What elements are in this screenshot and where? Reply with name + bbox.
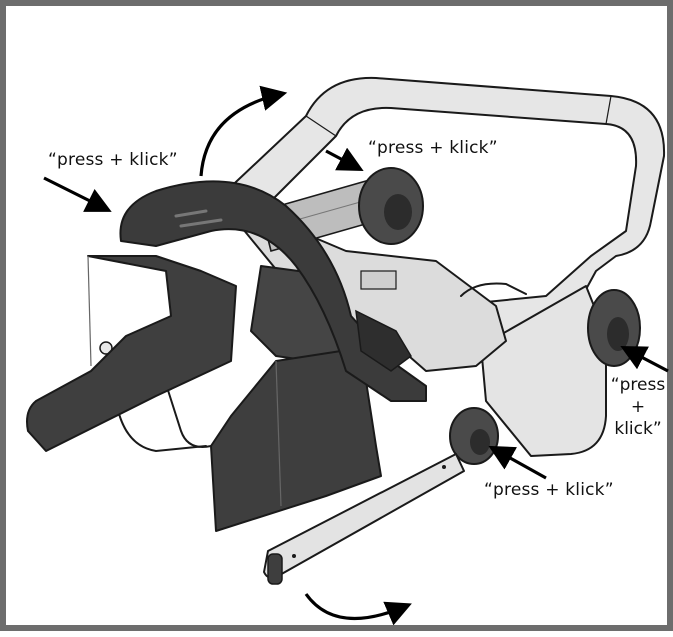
wheel-top <box>358 167 424 245</box>
front-bar <box>263 453 465 585</box>
left-wing-panel <box>26 255 237 452</box>
wheel-right <box>587 289 641 367</box>
rotate-down-arrow <box>304 593 412 626</box>
callout-label-right-line-1: “press <box>610 375 666 395</box>
right-callout-arrow <box>620 346 669 373</box>
callout-label-top-right: “press + klick” <box>368 138 498 158</box>
callout-label-right: “press + klick” <box>608 374 668 440</box>
bottom-callout-arrow <box>488 445 547 480</box>
callout-label-left: “press + klick” <box>48 150 178 170</box>
wheel-bottom <box>449 407 499 465</box>
callout-label-bottom: “press + klick” <box>484 480 614 500</box>
callout-arrows <box>43 147 669 480</box>
curved-strap <box>119 180 427 402</box>
right-side-panel <box>480 285 607 457</box>
left-callout-arrow <box>43 176 112 212</box>
top-right-callout-arrow <box>325 147 364 172</box>
rotate-up-arrow <box>199 85 288 177</box>
callout-label-right-line-2: + <box>630 397 646 417</box>
rotation-arrows <box>199 85 412 626</box>
device-illustration <box>26 76 669 626</box>
callout-label-right-line-3: klick” <box>614 419 662 439</box>
